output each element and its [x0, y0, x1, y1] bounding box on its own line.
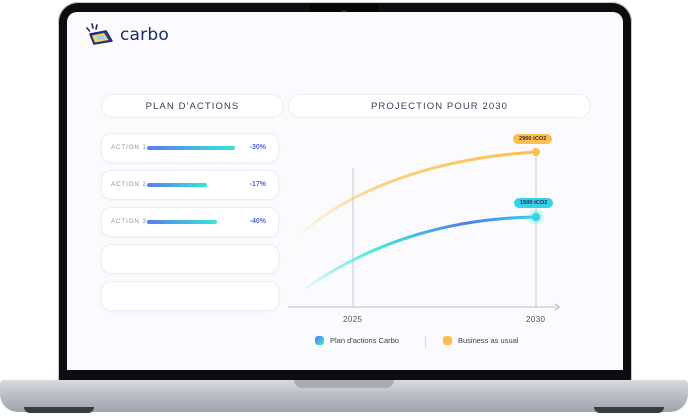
carbo-logo-icon	[86, 23, 113, 45]
legend-swatch-carbo	[315, 336, 324, 345]
action-reduction-value: -17%	[249, 181, 266, 188]
action-progress-track	[147, 183, 243, 187]
series-business-as-usual	[291, 150, 538, 243]
legend-swatch-bau	[443, 336, 452, 345]
legend-label-bau: Business as usual	[458, 336, 519, 345]
projection-header: PROJECTION POUR 2030	[288, 94, 591, 118]
action-progress-track	[147, 146, 243, 150]
plan-actions-header: PLAN D'ACTIONS	[101, 94, 284, 118]
laptop-base-notch	[294, 380, 394, 388]
legend-item-bau[interactable]: Business as usual	[443, 336, 518, 345]
projection-chart	[288, 148, 560, 311]
legend-item-carbo[interactable]: Plan d'actions Carbo	[315, 336, 399, 345]
action-progress-bar	[147, 146, 236, 150]
action-progress-bar	[147, 220, 218, 224]
action-card-empty-2[interactable]	[101, 281, 279, 311]
action-label: ACTION 3	[111, 218, 147, 225]
legend-label-carbo: Plan d'actions Carbo	[330, 336, 399, 345]
series-plan-carbo	[304, 215, 538, 290]
action-reduction-value: -40%	[249, 218, 266, 225]
action-label: ACTION 2	[111, 181, 147, 188]
action-progress-track	[147, 220, 243, 224]
bau-end-label: 2900 tCO2	[513, 134, 553, 144]
legend-divider	[425, 336, 426, 348]
carbo-end-marker	[532, 213, 540, 221]
action-card-1[interactable]: ACTION 1 -30%	[101, 133, 279, 163]
laptop-foot-left	[24, 407, 94, 413]
bau-end-marker	[532, 148, 540, 156]
x-tick-2025: 2025	[343, 315, 363, 324]
action-progress-bar	[147, 183, 207, 187]
action-card-empty-1[interactable]	[101, 244, 279, 274]
carbo-end-label: 1500 tCO2	[514, 198, 554, 208]
action-reduction-value: -30%	[249, 144, 266, 151]
action-card-2[interactable]: ACTION 2 -17%	[101, 170, 279, 200]
x-tick-2030: 2030	[526, 315, 546, 324]
laptop-foot-right	[594, 407, 664, 413]
app-logo[interactable]: carbo	[84, 22, 169, 48]
action-card-3[interactable]: ACTION 3 -40%	[101, 207, 279, 237]
app-name: carbo	[120, 25, 169, 45]
x-axis-arrow-icon	[554, 303, 560, 311]
action-label: ACTION 1	[111, 144, 147, 151]
